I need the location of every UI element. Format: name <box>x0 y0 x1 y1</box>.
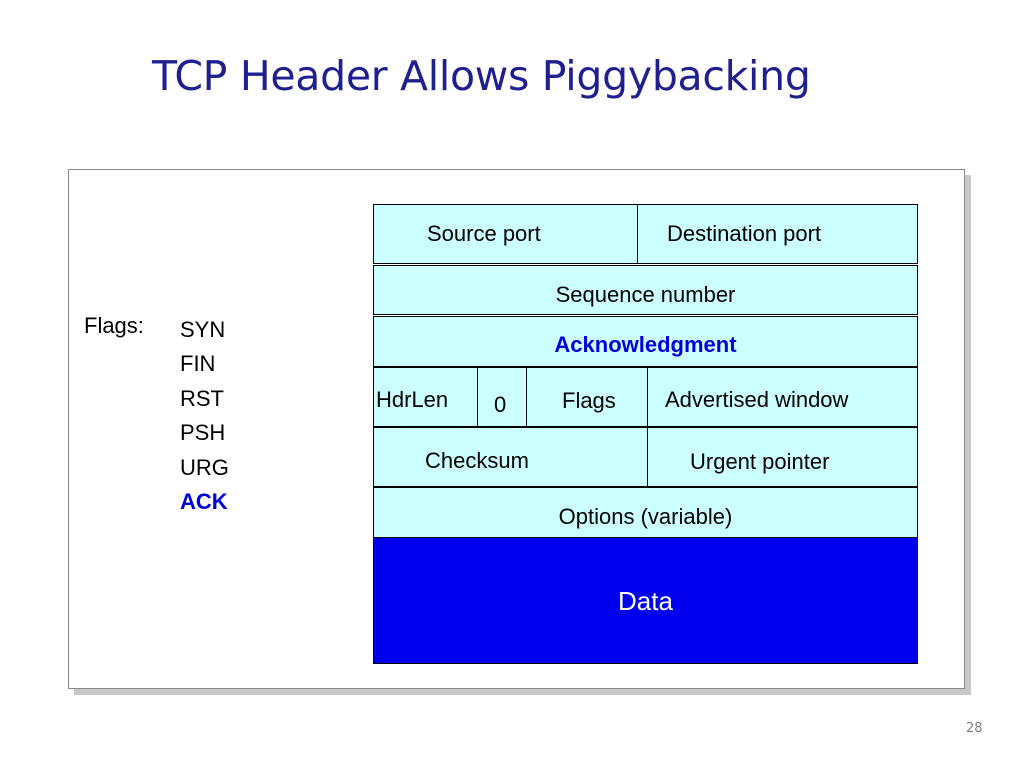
advertised-window-field: Advertised window <box>648 368 918 426</box>
urgent-pointer-field: Urgent pointer <box>648 428 918 486</box>
checksum-label: Checksum <box>425 448 529 473</box>
options-field: Options (variable) <box>373 487 918 538</box>
flags-label: Flags: <box>84 313 144 338</box>
acknowledgment-label: Acknowledgment <box>554 332 737 357</box>
flag-psh: PSH <box>180 420 226 445</box>
checksum-field: Checksum <box>374 428 648 486</box>
flags-field-label: Flags <box>562 388 616 413</box>
source-port-field: Source port <box>374 205 638 263</box>
options-label: Options (variable) <box>558 504 733 529</box>
slide-title: TCP Header Allows Piggybacking <box>152 52 811 100</box>
hdrlen-label: HdrLen <box>376 387 449 412</box>
data-block: Data <box>373 537 918 664</box>
ports-row: Source port Destination port <box>373 204 918 264</box>
checksum-row: Checksum Urgent pointer <box>373 427 918 487</box>
flag-syn: SYN <box>180 317 226 342</box>
flag-fin: FIN <box>180 351 216 376</box>
source-port-label: Source port <box>427 221 541 246</box>
sequence-number-label: Sequence number <box>555 282 736 307</box>
reserved-field: 0 <box>478 368 527 426</box>
advertised-window-label: Advertised window <box>665 387 849 412</box>
control-row: HdrLen 0 Flags Advertised window <box>373 367 918 427</box>
destination-port-field: Destination port <box>638 205 918 263</box>
urgent-pointer-label: Urgent pointer <box>690 449 830 474</box>
flags-field: Flags <box>527 368 648 426</box>
sequence-number-field: Sequence number <box>373 265 918 315</box>
reserved-label: 0 <box>494 392 507 417</box>
hdrlen-field: HdrLen <box>374 368 478 426</box>
flag-urg: URG <box>180 455 229 480</box>
flag-rst: RST <box>180 386 224 411</box>
flag-ack: ACK <box>180 489 228 514</box>
page-number: 28 <box>966 721 983 736</box>
acknowledgment-field: Acknowledgment <box>373 316 918 367</box>
data-label: Data <box>618 586 673 616</box>
destination-port-label: Destination port <box>667 221 822 246</box>
